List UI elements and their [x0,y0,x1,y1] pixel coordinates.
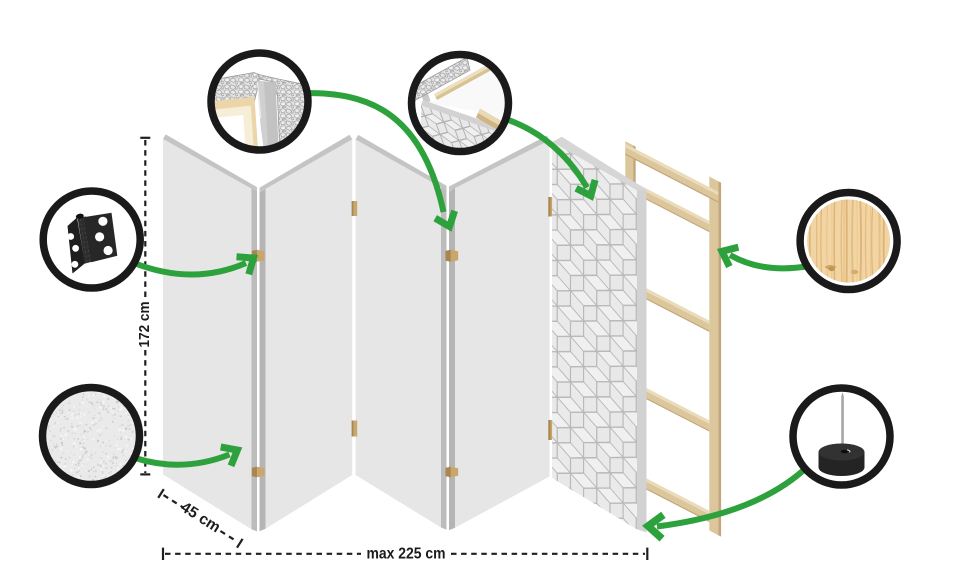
svg-text:172 cm: 172 cm [136,302,153,348]
svg-text:max 225 cm: max 225 cm [367,546,446,563]
